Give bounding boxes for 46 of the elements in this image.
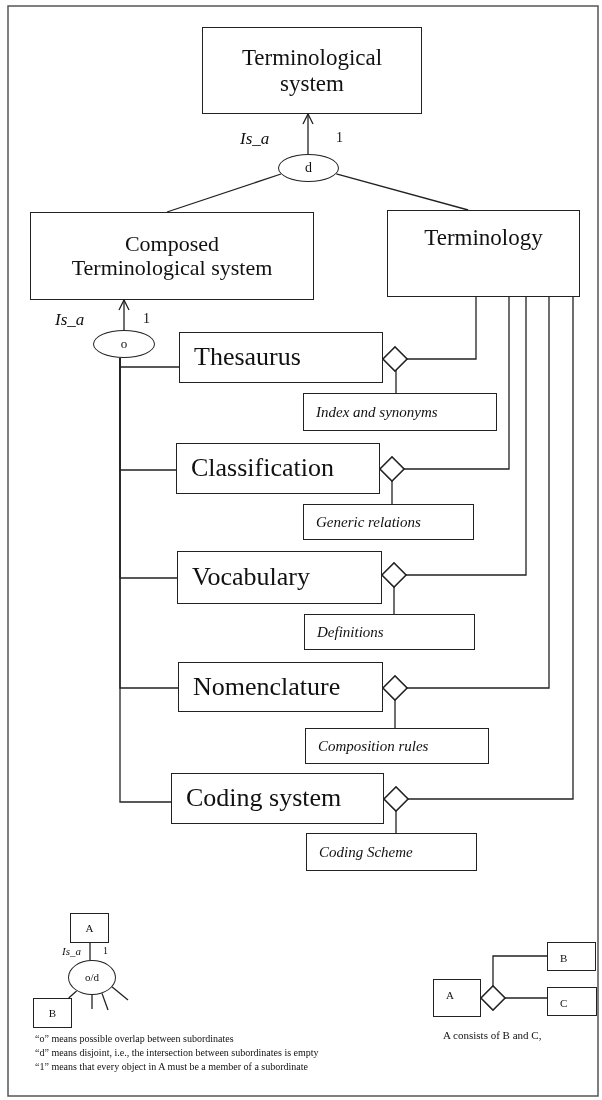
cardinality-label: 1	[336, 130, 343, 146]
aggregation-line	[379, 456, 405, 505]
arrow	[302, 113, 314, 155]
attribute-box: Coding Scheme	[306, 833, 477, 871]
connector-line	[335, 173, 469, 211]
class-box: B	[33, 998, 72, 1028]
connector-line	[166, 173, 282, 213]
class-box: Nomenclature	[178, 662, 383, 712]
cardinality-label: 1	[103, 945, 108, 956]
attribute-box: Composition rules	[305, 728, 489, 764]
connector-line	[101, 992, 109, 1011]
arrow	[118, 299, 130, 331]
aggregation-line	[382, 675, 408, 729]
aggregation-line	[383, 786, 409, 834]
class-box: C	[547, 987, 597, 1016]
class-box: Coding system	[171, 773, 384, 824]
class-box: Composed Terminological system	[30, 212, 314, 300]
class-box: Classification	[176, 443, 380, 494]
class-box: Terminology	[387, 210, 580, 297]
class-box: Vocabulary	[177, 551, 382, 604]
relation-label: Is_a	[55, 311, 85, 330]
cardinality-label: 1	[143, 311, 150, 327]
class-box: Thesaurus	[179, 332, 383, 383]
legend-note: “o” means possible overlap between subordinates	[35, 1033, 234, 1044]
aggregation-line	[381, 562, 407, 615]
legend-note: “d” means disjoint, i.e., the intersection between subordinates is empty	[35, 1047, 319, 1058]
relation-label: Is_a	[240, 130, 270, 149]
connector-line	[68, 990, 78, 999]
aggregation-line	[480, 985, 548, 1011]
connector-line	[89, 942, 91, 961]
class-box: A	[433, 979, 481, 1017]
class-box: B	[547, 942, 596, 971]
legend-caption: A consists of B and C,	[443, 1029, 542, 1042]
connector-line	[111, 986, 129, 1001]
connector-line	[91, 994, 93, 1010]
relation-label: Is_a	[62, 945, 81, 958]
attribute-box: Generic relations	[303, 504, 474, 540]
generalization-ellipse: d	[278, 154, 339, 182]
aggregation-line	[382, 346, 408, 394]
attribute-box: Index and synonyms	[303, 393, 497, 431]
generalization-ellipse: o/d	[68, 960, 116, 995]
generalization-ellipse: o	[93, 330, 155, 358]
legend-note: “1” means that every object in A must be a member of a subordinate	[35, 1061, 308, 1072]
attribute-box: Definitions	[304, 614, 475, 650]
class-box: Terminological system	[202, 27, 422, 114]
class-box: A	[70, 913, 109, 943]
